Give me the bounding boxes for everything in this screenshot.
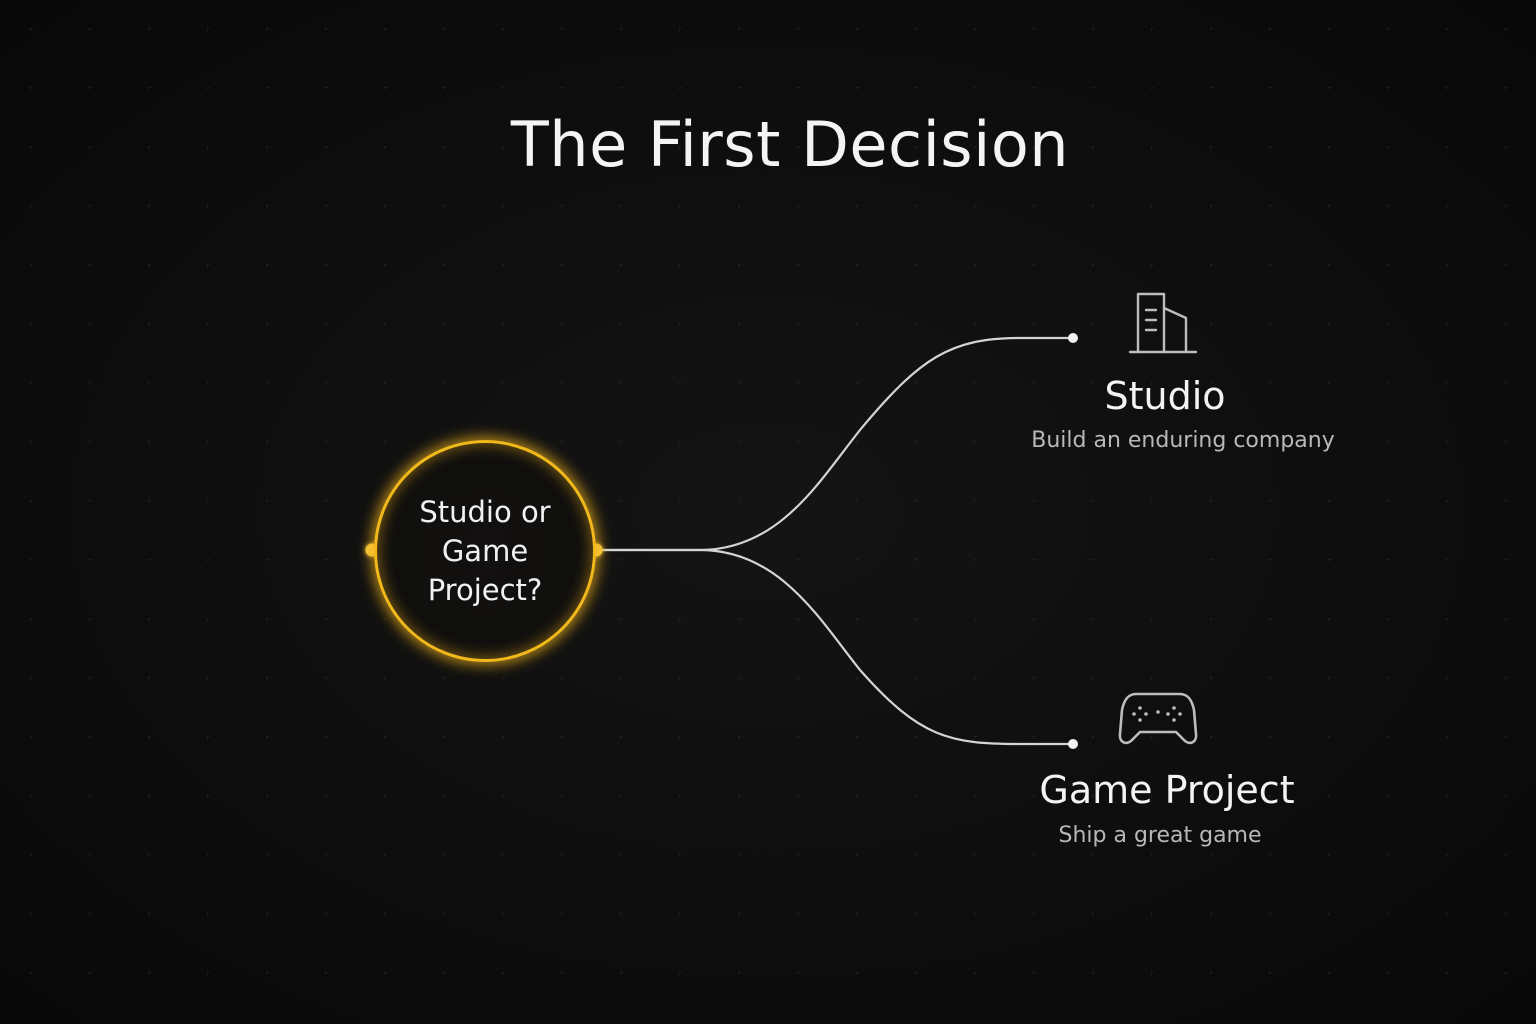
building-icon [1128, 292, 1198, 354]
diagram-title: The First Decision [510, 108, 1070, 181]
studio-endpoint-dot [1068, 333, 1078, 343]
gamepad-icon [1118, 692, 1198, 745]
decision-node: Studio or Game Project? [374, 440, 596, 662]
game-project-option-title: Game Project [1039, 768, 1295, 812]
connector-to-game-project [596, 548, 1072, 746]
game-project-option-subtitle: Ship a great game [1058, 823, 1262, 848]
connector-to-studio [596, 336, 1072, 552]
game-project-endpoint-dot [1068, 739, 1078, 749]
studio-option-title: Studio [1104, 374, 1226, 418]
decision-node-label: Studio or Game Project? [419, 494, 551, 607]
studio-option-subtitle: Build an enduring company [1031, 428, 1335, 453]
